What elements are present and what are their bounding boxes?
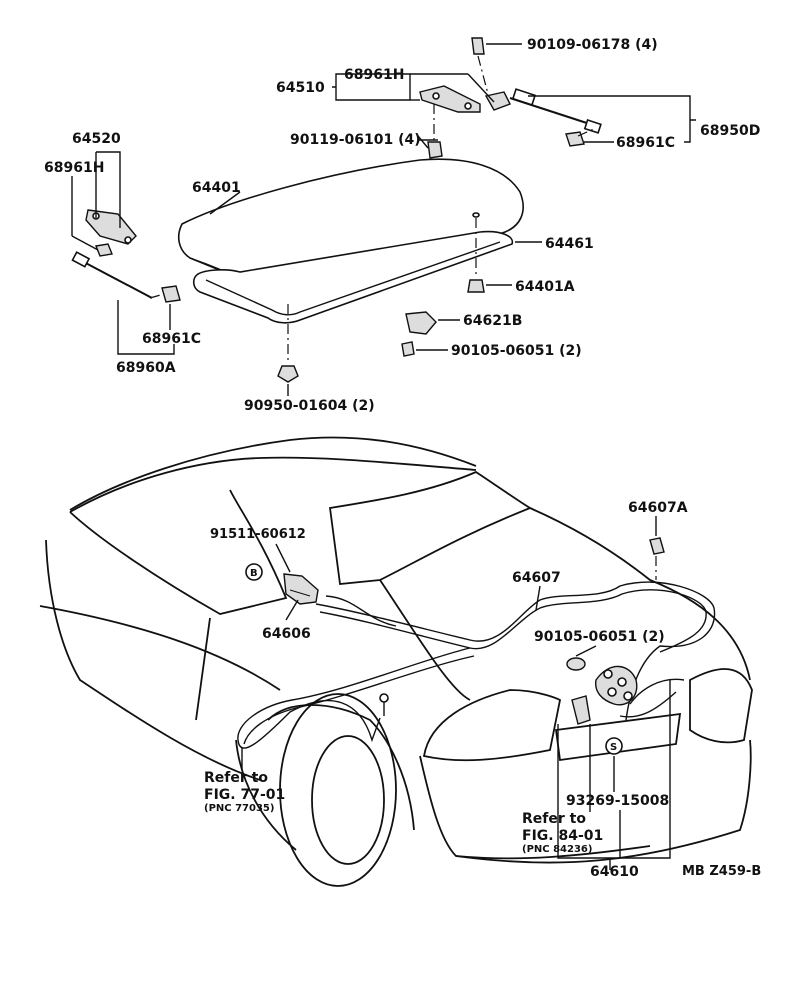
label-refer2-a: Refer to <box>522 811 586 827</box>
label-68960A: 68960A <box>116 360 176 376</box>
leader-68961H-top2 <box>467 73 495 103</box>
label-64401: 64401 <box>192 180 241 196</box>
bracket-64610 <box>557 680 671 870</box>
label-91511-60612: 91511-60612 <box>210 527 306 542</box>
leader-90105-bot <box>575 645 597 657</box>
leader-64401 <box>209 191 241 215</box>
label-90105-06051-bot: 90105-06051 (2) <box>534 629 665 645</box>
latch-64606 <box>245 563 319 621</box>
label-refer1-c: (PNC 77035) <box>204 803 274 814</box>
label-diagram-code: MB Z459-B <box>682 864 761 879</box>
plug-s-93269 <box>605 737 623 755</box>
bolt-90105-top <box>401 341 448 357</box>
label-64607A: 64607A <box>628 500 688 516</box>
nut-90950 <box>277 304 299 396</box>
label-90105-06051-top: 90105-06051 (2) <box>451 343 582 359</box>
label-68961C-top: 68961C <box>616 135 675 151</box>
label-circle-s: S <box>610 742 617 753</box>
label-64520: 64520 <box>72 131 121 147</box>
label-refer2-b: FIG. 84-01 <box>522 828 603 844</box>
label-64510: 64510 <box>276 80 325 96</box>
bracket-68960A <box>117 300 175 355</box>
bracket-64520 <box>95 151 121 228</box>
hinge-assembly-right <box>417 37 602 159</box>
car-body-outline <box>39 436 753 887</box>
clip-64607A <box>649 516 665 580</box>
bumper-64401A <box>467 218 512 293</box>
label-93269-15008: 93269-15008 <box>566 793 669 809</box>
release-cable-64607 <box>237 581 716 749</box>
label-64621B: 64621B <box>463 313 522 329</box>
leader-91511 <box>275 543 291 573</box>
label-90119-06101: 90119-06101 (4) <box>290 132 421 148</box>
weatherstrip-64461 <box>192 230 514 324</box>
label-68950D: 68950D <box>700 123 760 139</box>
label-68961H-top: 68961H <box>344 67 404 83</box>
label-64401A: 64401A <box>515 279 575 295</box>
label-refer1-b: FIG. 77-01 <box>204 787 285 803</box>
label-64610: 64610 <box>590 864 639 880</box>
leader-64607 <box>535 585 541 611</box>
label-refer2-c: (PNC 84236) <box>522 844 592 855</box>
stopper-64621B <box>405 311 460 335</box>
label-68961C-left: 68961C <box>142 331 201 347</box>
hinge-assembly-left <box>71 209 181 303</box>
label-64606: 64606 <box>262 626 311 642</box>
lock-assembly-64610 <box>566 657 685 725</box>
bracket-68950D <box>528 95 696 143</box>
label-circle-b: B <box>250 568 258 579</box>
label-64607: 64607 <box>512 570 561 586</box>
label-64461: 64461 <box>545 236 594 252</box>
labels: 90109-06178 (4) 68961H 64510 90119-06101… <box>44 37 761 880</box>
label-refer1-a: Refer to <box>204 770 268 786</box>
label-68961H-left: 68961H <box>44 160 104 176</box>
label-90109-06178: 90109-06178 (4) <box>527 37 658 53</box>
label-90950-01604: 90950-01604 (2) <box>244 398 375 414</box>
